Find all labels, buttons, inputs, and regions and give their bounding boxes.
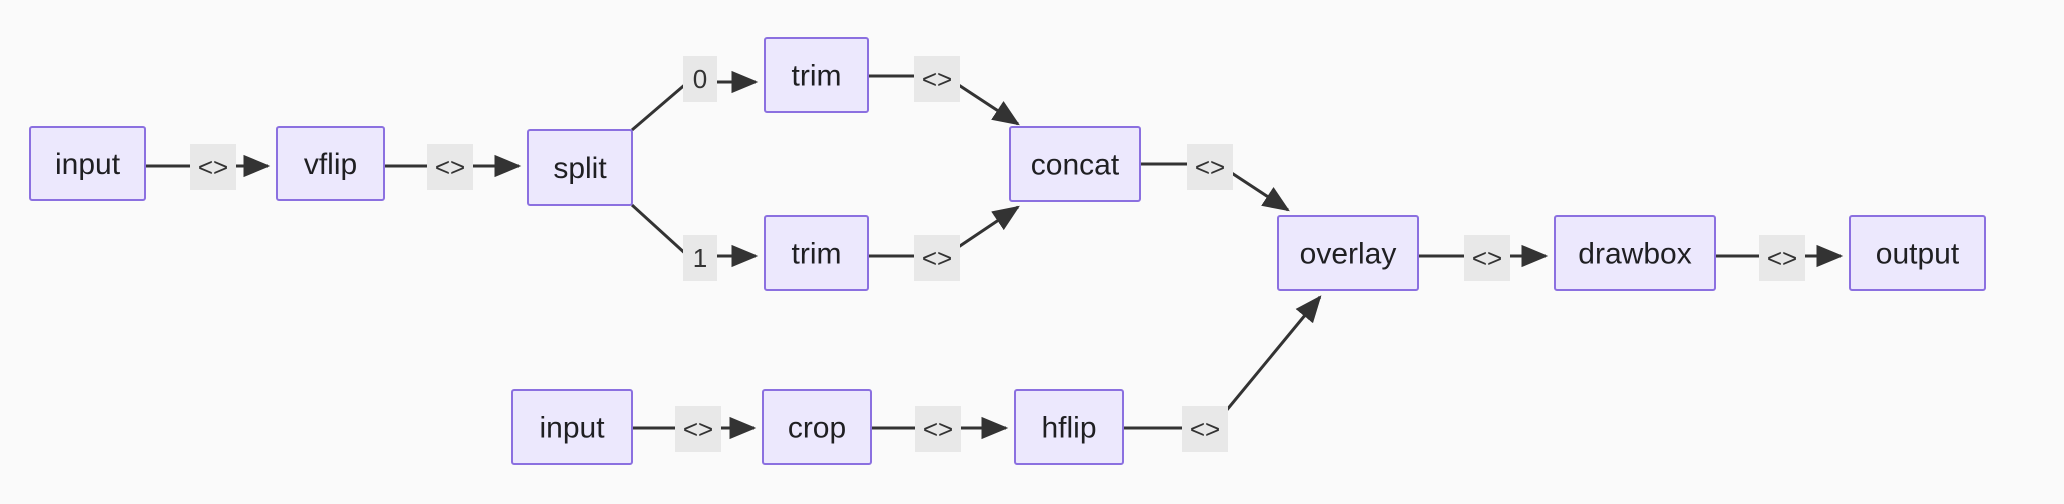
- node-vflip-rect[interactable]: [276, 126, 385, 201]
- edge-label-bg: [914, 56, 960, 102]
- edge-label-bg: [675, 406, 721, 452]
- node-output[interactable]: output: [1849, 215, 1986, 291]
- node-input2-rect[interactable]: [511, 389, 633, 465]
- edge-label-bg: [683, 235, 717, 281]
- node-drawbox[interactable]: drawbox: [1554, 215, 1716, 291]
- node-input1-rect[interactable]: [29, 126, 146, 201]
- node-trim1[interactable]: trim: [764, 215, 869, 291]
- node-crop[interactable]: crop: [762, 389, 872, 465]
- edge-label-input2-crop: <>: [675, 406, 721, 452]
- node-crop-rect[interactable]: [762, 389, 872, 465]
- edge-label-overlay-drawbox: <>: [1464, 235, 1510, 281]
- edge-label-bg: [1464, 235, 1510, 281]
- edge-label-hflip-overlay: <>: [1182, 406, 1228, 452]
- edge-label-input1-vflip: <>: [190, 144, 236, 190]
- node-hflip-rect[interactable]: [1014, 389, 1124, 465]
- edge-label-bg: [1182, 406, 1228, 452]
- node-drawbox-rect[interactable]: [1554, 215, 1716, 291]
- edge-label-crop-hflip: <>: [915, 406, 961, 452]
- node-overlay[interactable]: overlay: [1277, 215, 1419, 291]
- edge-label-concat-overlay: <>: [1187, 144, 1233, 190]
- node-overlay-rect[interactable]: [1277, 215, 1419, 291]
- node-concat[interactable]: concat: [1009, 126, 1141, 202]
- node-output-rect[interactable]: [1849, 215, 1986, 291]
- node-vflip[interactable]: vflip: [276, 126, 385, 201]
- node-trim1-rect[interactable]: [764, 215, 869, 291]
- edge-label-trim1-concat: <>: [914, 235, 960, 281]
- edge-label-bg: [190, 144, 236, 190]
- edge-label-trim0-concat: <>: [914, 56, 960, 102]
- edge-label-bg: [427, 144, 473, 190]
- edge-label-bg: [683, 56, 717, 102]
- node-trim0-rect[interactable]: [764, 37, 869, 113]
- node-split-rect[interactable]: [527, 129, 633, 206]
- node-input1[interactable]: input: [29, 126, 146, 201]
- edge-label-bg: [914, 235, 960, 281]
- node-hflip[interactable]: hflip: [1014, 389, 1124, 465]
- node-concat-rect[interactable]: [1009, 126, 1141, 202]
- nodes-layer: input vflip split trim trim concat: [29, 37, 1986, 465]
- node-input2[interactable]: input: [511, 389, 633, 465]
- edge-label-split-trim0: 0: [683, 56, 717, 102]
- edge-label-vflip-split: <>: [427, 144, 473, 190]
- edge-label-drawbox-output: <>: [1759, 235, 1805, 281]
- edge-label-bg: [1187, 144, 1233, 190]
- node-split[interactable]: split: [527, 129, 633, 206]
- edge-label-bg: [915, 406, 961, 452]
- node-trim0[interactable]: trim: [764, 37, 869, 113]
- edge-label-bg: [1759, 235, 1805, 281]
- edge-label-split-trim1: 1: [683, 235, 717, 281]
